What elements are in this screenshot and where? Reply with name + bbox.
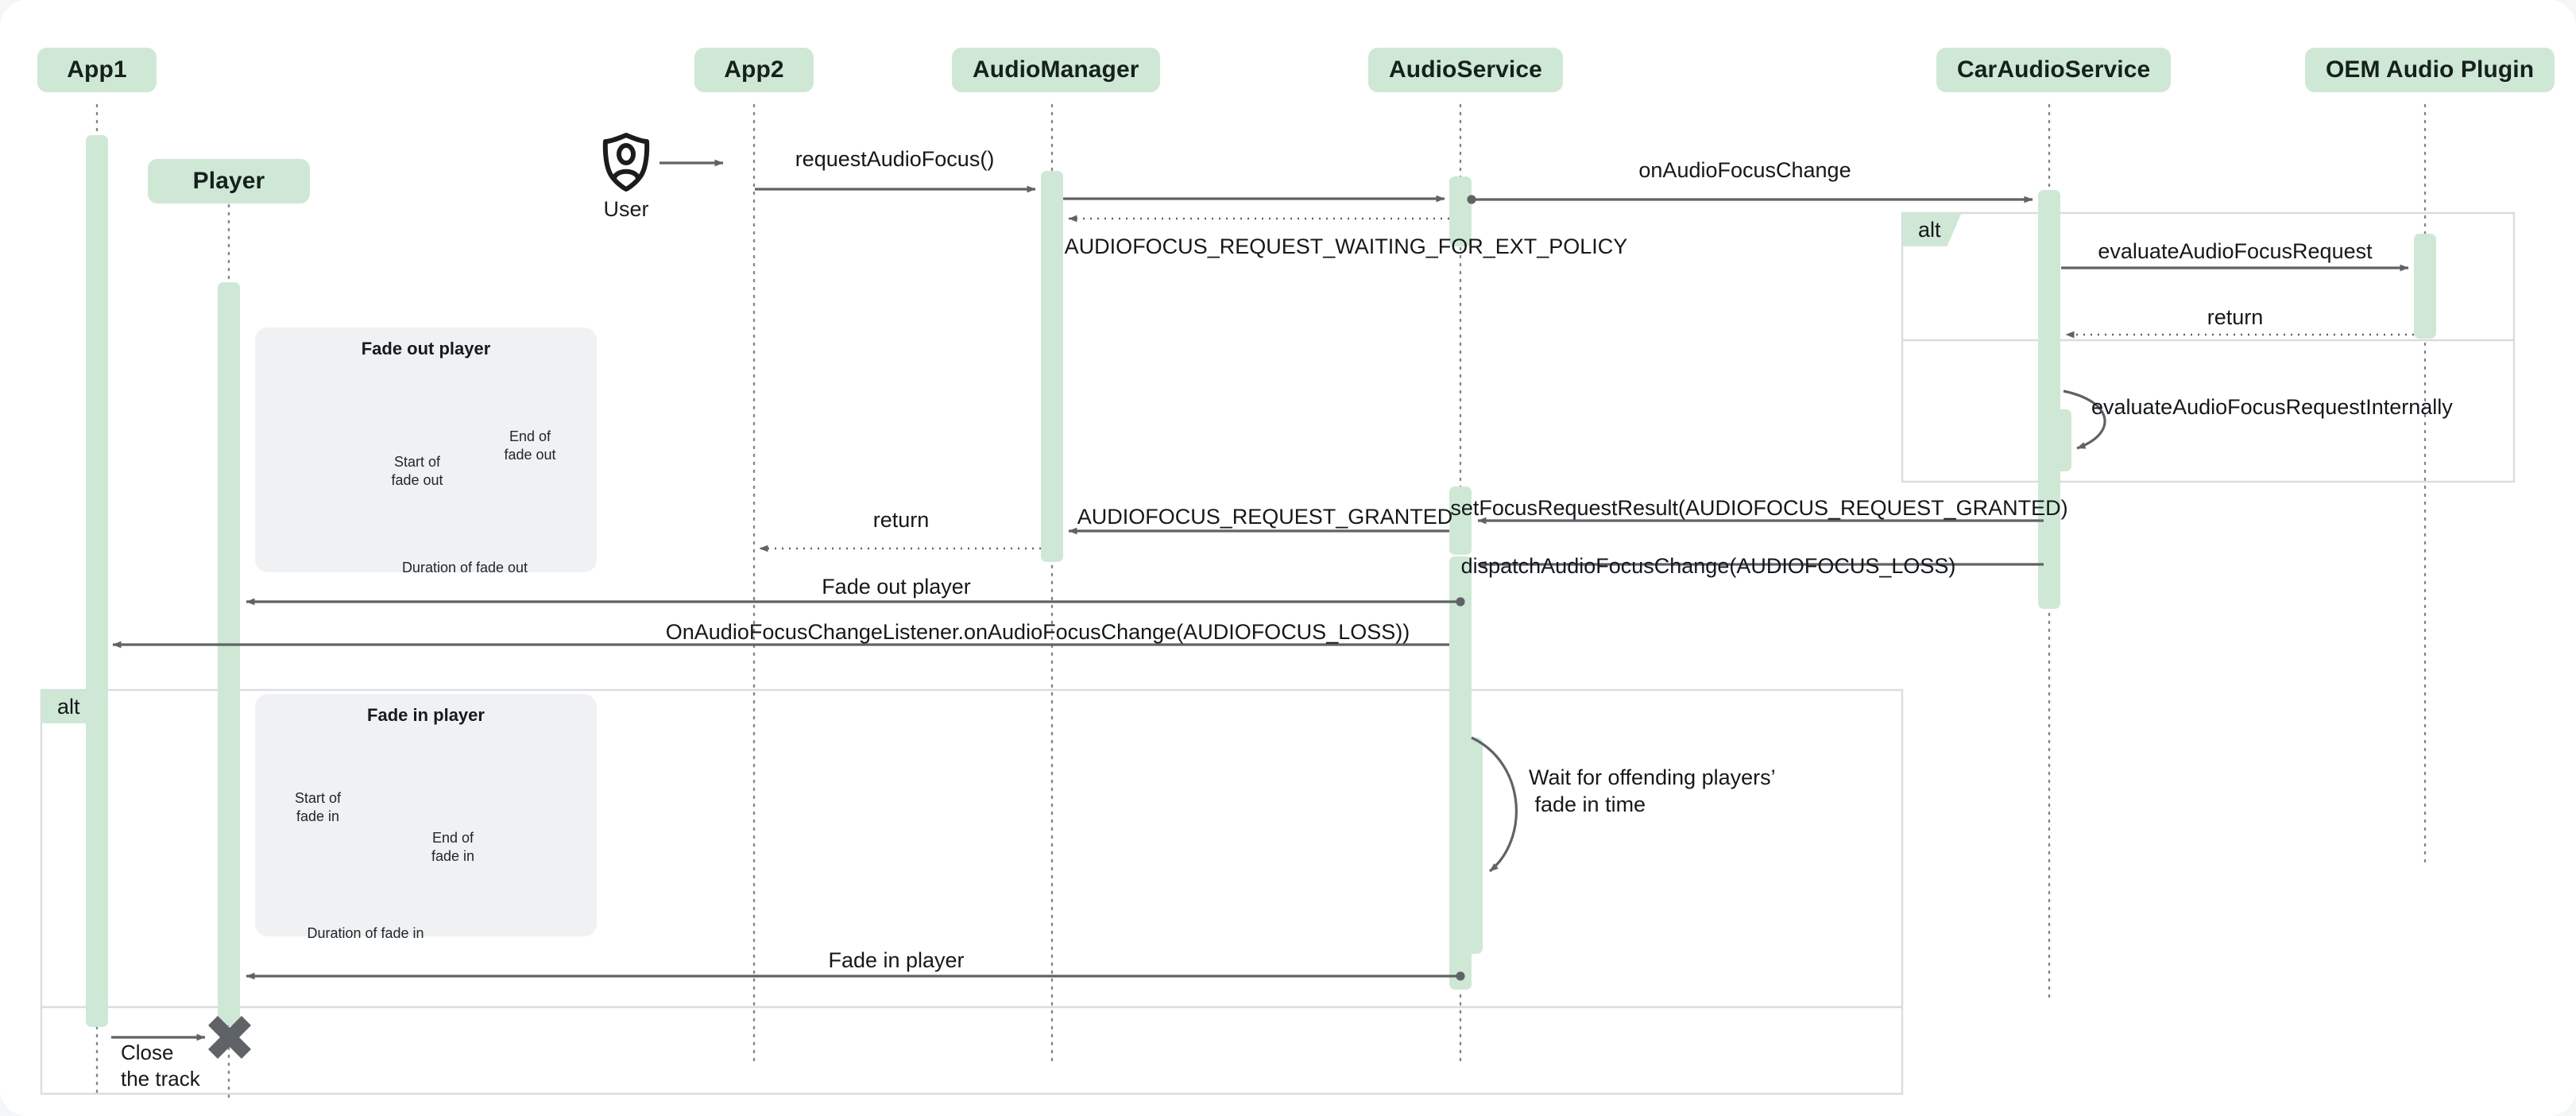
message-label-onaudiofocuschangelistener: OnAudioFocusChangeListener.onAudioFocusC… — [665, 620, 1410, 644]
actor-user: User — [578, 191, 674, 222]
note-fade-in-start-label: Start of fade in — [294, 790, 342, 824]
message-label-evaluate-internally: evaluateAudioFocusRequestInternally — [2091, 395, 2453, 419]
participant-player[interactable]: Player — [148, 159, 310, 203]
participant-app2[interactable]: App2 — [694, 48, 814, 92]
activation-caraudioservice-nested — [2049, 409, 2071, 471]
message-label-waiting-for-ext-policy: AUDIOFOCUS_REQUEST_WAITING_FOR_EXT_POLIC… — [1064, 234, 1628, 258]
message-label-fade-out-player: Fade out player — [822, 575, 971, 599]
actor-user-label: User — [603, 197, 649, 221]
message-label-close-the-track: Close the track — [121, 1040, 200, 1091]
message-label-return-to-app2: return — [872, 508, 930, 532]
activation-audioservice-4 — [1460, 738, 1483, 954]
note-fade-out-end-label: End of fade out — [504, 428, 556, 463]
participant-app1[interactable]: App1 — [37, 48, 157, 92]
note-fade-in-player: Fade in player — [255, 694, 597, 936]
note-fade-in-title: Fade in player — [367, 705, 485, 725]
note-fade-in-end-label: End of fade in — [431, 830, 475, 864]
participant-caraudioservice[interactable]: CarAudioService — [1936, 48, 2172, 92]
activation-audioservice-2 — [1449, 486, 1472, 555]
note-fade-out-start-label: Start of fade out — [391, 454, 443, 488]
user-shield-icon — [602, 133, 650, 192]
participant-audioservice[interactable]: AudioService — [1368, 48, 1563, 92]
message-label-fade-in-player: Fade in player — [828, 948, 965, 972]
message-label-evaluateaudiofocusrequest: evaluateAudioFocusRequest — [2098, 239, 2373, 263]
activation-player — [218, 282, 240, 1025]
message-label-dispatchaudiofocuschange: dispatchAudioFocusChange(AUDIOFOCUS_LOSS… — [1460, 554, 1956, 578]
message-label-wait-fade-in: Wait for offending players’ fade in time — [1529, 765, 1776, 816]
message-label-requestaudiofocus: requestAudioFocus() — [795, 147, 995, 171]
note-fade-out-title: Fade out player — [361, 339, 491, 358]
participant-audiomanager[interactable]: AudioManager — [952, 48, 1160, 92]
arrow-evaluate-internally-self — [2063, 389, 2106, 450]
activation-app1 — [86, 135, 108, 1027]
message-label-onaudiofocuschange: onAudioFocusChange — [1638, 158, 1851, 182]
arrow-wait-fade-in-self — [1471, 736, 1518, 873]
alt-fragment-right — [1901, 211, 2516, 483]
message-label-setfocusrequestresult: setFocusRequestResult(AUDIOFOCUS_REQUEST… — [1450, 496, 2068, 520]
message-label-oem-return: return — [2207, 305, 2264, 329]
note-fade-out-player: Fade out player — [255, 327, 597, 572]
player-destroy-marker — [207, 1015, 252, 1060]
activation-oemplugin — [2414, 234, 2436, 339]
note-fade-out-duration-label: Duration of fade out — [401, 560, 528, 575]
note-fade-in-duration-label: Duration of fade in — [307, 925, 424, 941]
activation-audioservice-1 — [1449, 176, 1472, 246]
message-label-audiofocus-request-granted: AUDIOFOCUS_REQUEST_GRANTED — [1077, 505, 1453, 529]
activation-caraudioservice — [2038, 190, 2060, 609]
alt-fragment-bottom — [40, 688, 1904, 1095]
activation-bars — [86, 135, 2436, 1027]
activation-audiomanager — [1041, 171, 1063, 562]
participant-oemplugin[interactable]: OEM Audio Plugin — [2305, 48, 2555, 92]
